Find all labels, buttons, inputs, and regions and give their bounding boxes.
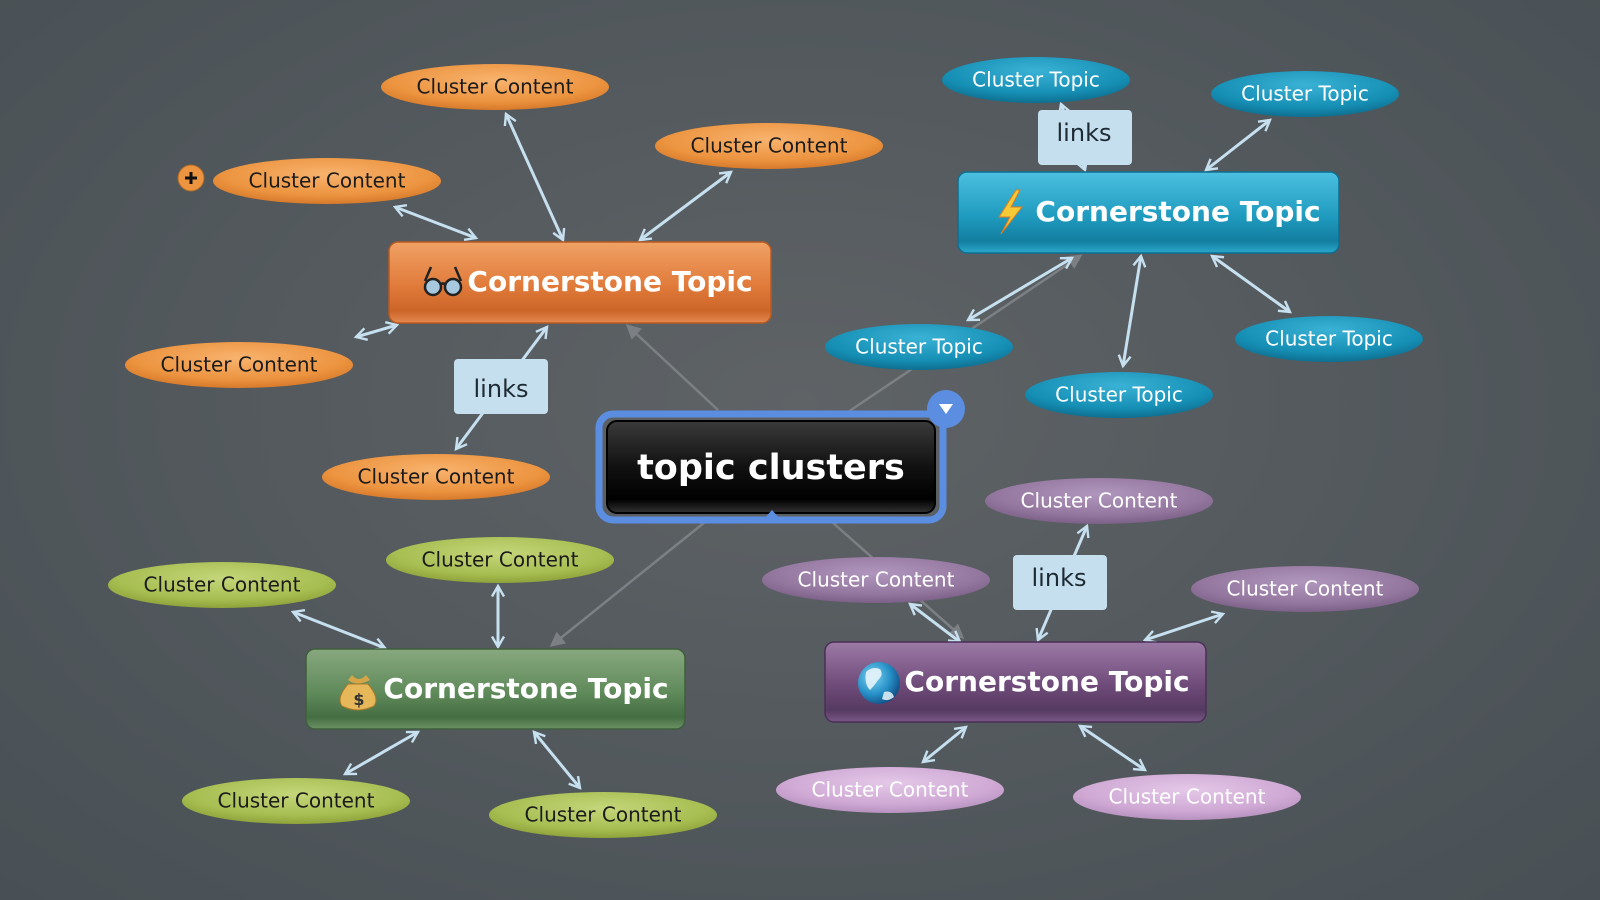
cluster-topic-blue-5[interactable]: Cluster Topic [1235,316,1423,362]
plus-icon [185,172,197,184]
cornerstone-topic-label: Cornerstone Topic [383,672,668,705]
arrow [392,203,479,242]
cluster-content-purple-5[interactable]: Cluster Content [1073,774,1301,820]
arrow [290,609,388,651]
cornerstone-topic-purple[interactable]: Cornerstone Topic [824,641,1207,723]
central-topic[interactable]: topic clusters [595,410,947,524]
cluster-content-label: Cluster Content [798,568,955,592]
cluster-content-orange-5[interactable]: Cluster Content [322,454,550,500]
cluster-content-green-4[interactable]: Cluster Content [489,792,717,838]
cluster-content-green-3[interactable]: Cluster Content [182,778,410,824]
arrow [532,730,582,790]
cluster-content-label: Cluster Content [218,789,375,813]
cluster-topic-label: Cluster Topic [1055,383,1183,407]
connector-central-orange [625,323,719,411]
money-bag-icon: $ [339,675,377,711]
cluster-content-label: Cluster Content [249,169,406,193]
cluster-topic-blue-2[interactable]: Cluster Topic [1211,71,1399,117]
globe-icon [858,662,900,704]
arrow [342,730,421,776]
cluster-content-purple-4[interactable]: Cluster Content [776,767,1004,813]
dropdown-triangle-icon [939,404,953,414]
cluster-topic-label: Cluster Topic [1265,327,1393,351]
cluster-content-label: Cluster Content [1109,785,1266,809]
arrow [921,725,968,764]
arrow [1210,254,1292,314]
arrow [1142,610,1226,644]
cluster-topic-label: Cluster Topic [972,68,1100,92]
cluster-topic-label: Cluster Topic [855,335,983,359]
cornerstone-topic-label: Cornerstone Topic [467,265,752,298]
cluster-content-orange-4[interactable]: Cluster Content [125,342,353,388]
link-label-text: links [1057,119,1112,147]
svg-text:$: $ [353,690,364,709]
arrow [638,170,733,242]
cluster-content-green-2[interactable]: Cluster Content [386,537,614,583]
link-label-blue[interactable]: links [1038,110,1132,165]
cluster-content-label: Cluster Content [1021,489,1178,513]
cluster-content-label: Cluster Content [144,573,301,597]
cluster-content-label: Cluster Content [525,803,682,827]
cluster-content-label: Cluster Content [422,548,579,572]
relationship-arrows [290,101,1292,790]
link-label-text: links [1032,564,1087,592]
cluster-content-purple-3[interactable]: Cluster Content [1191,566,1419,612]
arrow [503,111,566,243]
arrow [1077,724,1148,772]
cluster-topic-label: Cluster Topic [1241,82,1369,106]
cornerstone-topic-blue[interactable]: Cornerstone Topic [957,171,1340,254]
arrow [965,256,1075,322]
eyeglasses-icon [423,266,463,297]
cluster-content-label: Cluster Content [417,75,574,99]
cluster-topic-blue-1[interactable]: Cluster Topic [942,57,1130,103]
arrow [1117,253,1147,369]
cluster-content-label: Cluster Content [1227,577,1384,601]
connector-central-green [549,521,706,647]
link-label-text: links [474,375,529,403]
cluster-content-label: Cluster Content [358,465,515,489]
central-topic-menu-button[interactable] [927,390,965,428]
cluster-content-orange-2[interactable]: Cluster Content [655,123,883,169]
link-label-orange[interactable]: links [454,359,548,414]
arrow [353,321,400,341]
lightning-icon [998,189,1024,235]
cluster-content-orange-3[interactable]: Cluster Content [213,158,441,204]
arrow [908,602,962,644]
expand-button[interactable] [177,164,205,192]
arrow [1204,118,1272,172]
cluster-content-label: Cluster Content [691,134,848,158]
cornerstone-topic-orange[interactable]: Cornerstone Topic [388,241,772,324]
link-label-purple[interactable]: links [1013,555,1107,610]
cluster-content-orange-1[interactable]: Cluster Content [381,64,609,110]
central-topic-label: topic clusters [637,448,905,488]
cluster-content-label: Cluster Content [161,353,318,377]
cornerstone-topic-green[interactable]: $ Cornerstone Topic [305,648,686,730]
cornerstone-topic-label: Cornerstone Topic [1035,195,1320,228]
cluster-topic-blue-3[interactable]: Cluster Topic [825,324,1013,370]
cluster-content-green-1[interactable]: Cluster Content [108,562,336,608]
cluster-content-purple-2[interactable]: Cluster Content [762,557,990,603]
cluster-content-purple-1[interactable]: Cluster Content [985,478,1213,524]
cornerstone-topic-label: Cornerstone Topic [904,665,1189,698]
cluster-topic-blue-4[interactable]: Cluster Topic [1025,372,1213,418]
cluster-content-label: Cluster Content [812,778,969,802]
